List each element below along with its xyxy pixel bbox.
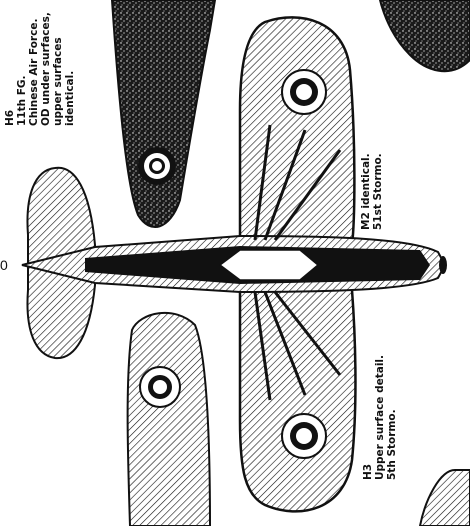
h3-caption-line: H3 bbox=[362, 463, 374, 480]
chinese-roundel bbox=[138, 147, 176, 185]
h3-caption: H3 Upper surface detail. 5th Stormo. bbox=[362, 355, 398, 480]
wingtip-bottom-right bbox=[418, 469, 470, 526]
italian-roundel-main-lower bbox=[281, 413, 327, 459]
m2-caption-line: M2 identical. bbox=[360, 153, 372, 230]
m2-caption-line: 51st Stormo. bbox=[372, 153, 384, 230]
h6-caption: H6 11th FG. Chinese Air Force. OD under … bbox=[4, 12, 76, 126]
m2-caption: M2 identical. 51st Stormo. bbox=[360, 153, 384, 230]
h3-wing bbox=[126, 311, 212, 526]
h3-caption-line: 5th Stormo. bbox=[386, 409, 398, 480]
h6-caption-line: 11th FG. bbox=[16, 75, 28, 126]
h6-wingtip-right bbox=[378, 0, 470, 73]
spinner bbox=[439, 256, 447, 274]
italian-roundel-upper bbox=[281, 69, 327, 115]
h6-caption-line: Chinese Air Force. bbox=[28, 18, 40, 126]
wing-ribs bbox=[253, 124, 342, 401]
tail-marker: 0 bbox=[0, 257, 8, 273]
h6-caption-line: upper surfaces bbox=[52, 37, 64, 126]
h6-wing bbox=[110, 0, 217, 228]
h6-caption-line: identical. bbox=[64, 70, 76, 126]
h6-caption-line: H6 bbox=[4, 109, 16, 126]
h6-caption-line: OD under surfaces, bbox=[40, 12, 52, 126]
italian-roundel-lower bbox=[139, 366, 181, 408]
canopy bbox=[218, 249, 320, 281]
h3-caption-line: Upper surface detail. bbox=[374, 354, 386, 480]
